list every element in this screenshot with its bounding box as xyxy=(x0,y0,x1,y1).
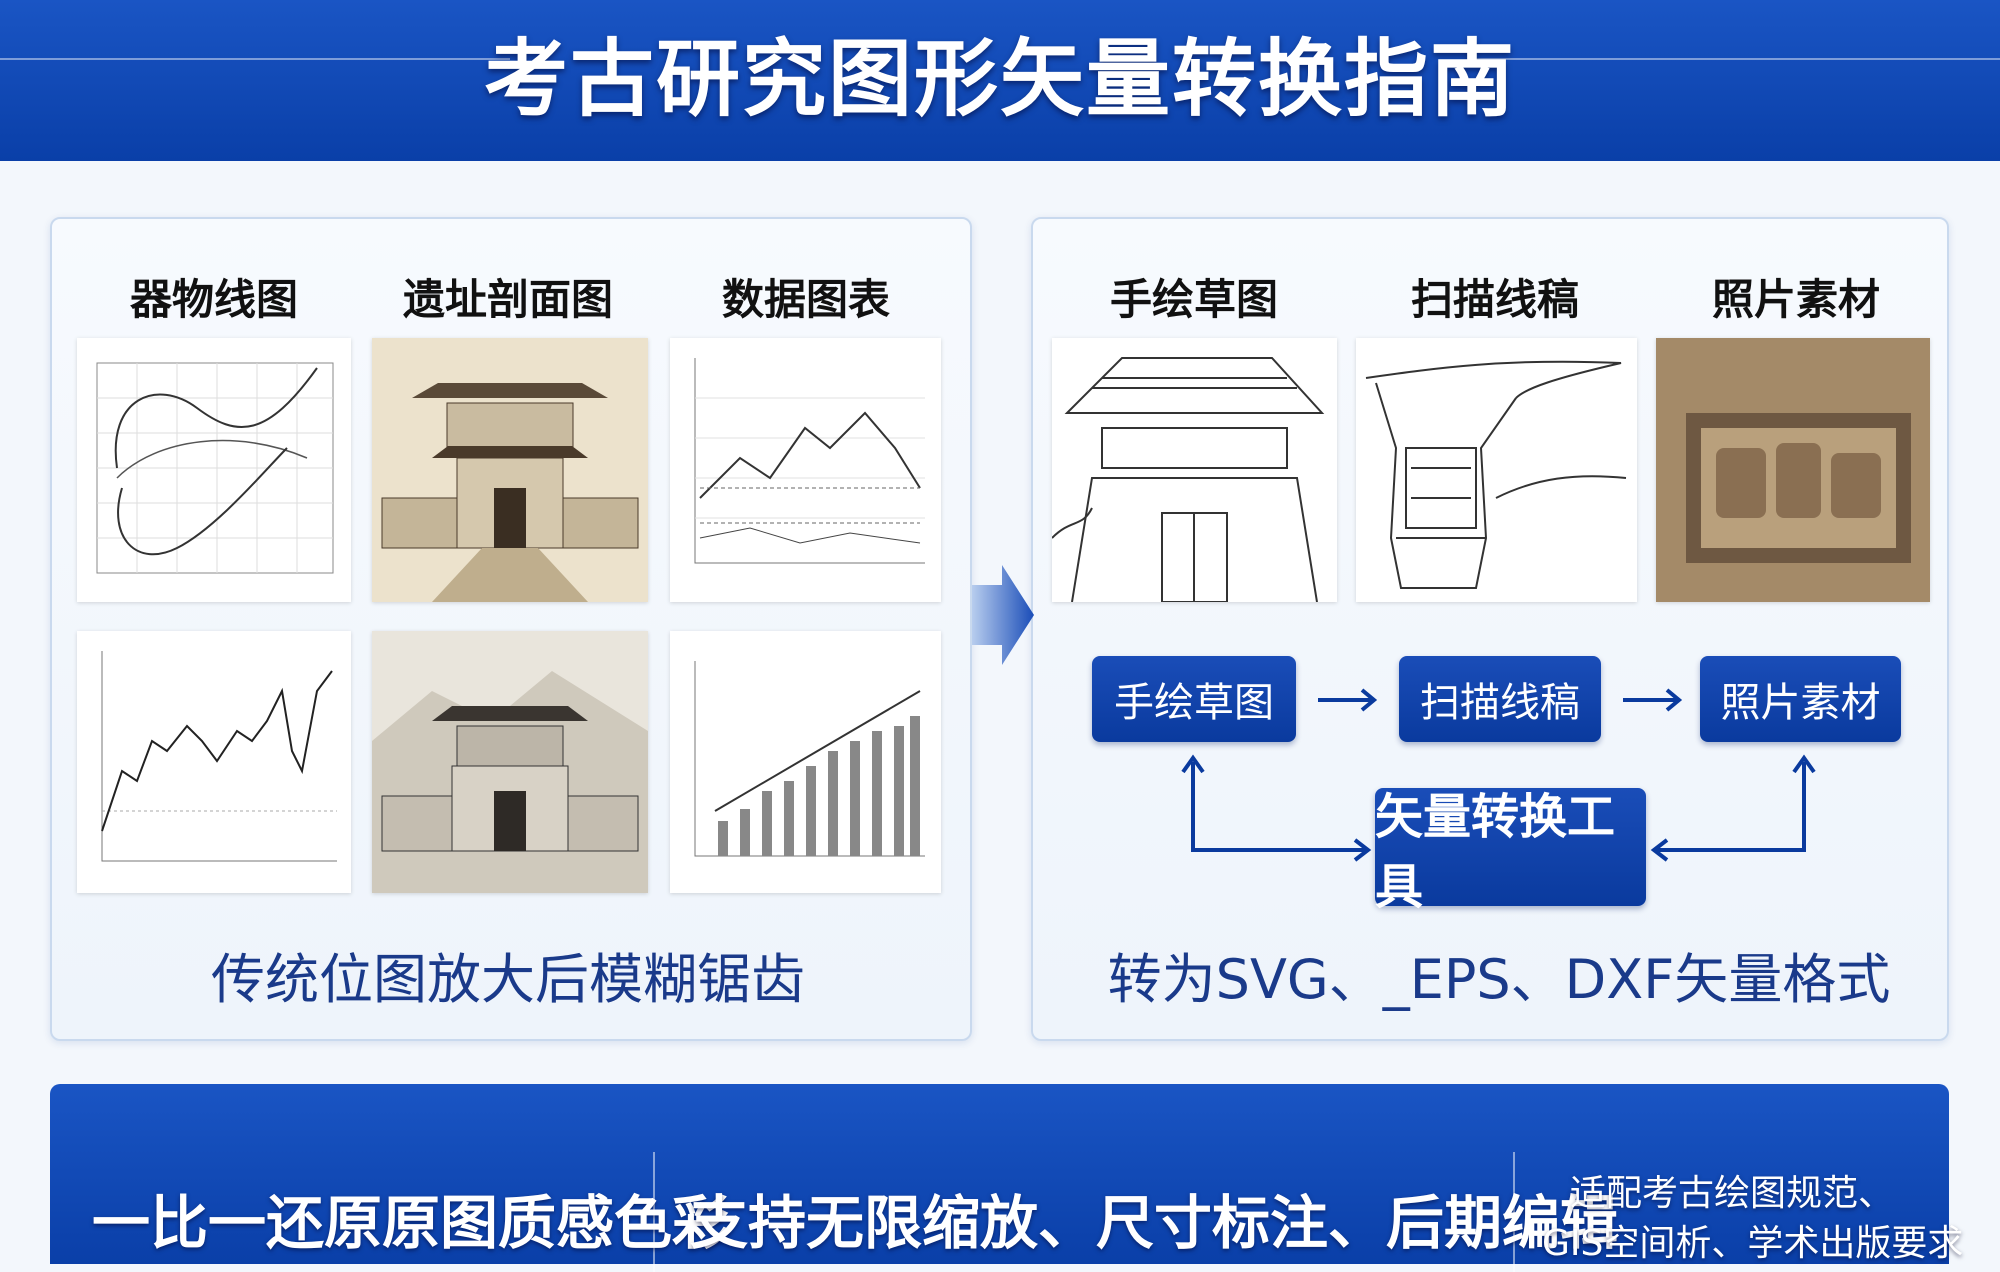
column-label: 器物线图 xyxy=(129,275,299,324)
feature-item: 支持无限缩放、尺寸标注、后期编辑 xyxy=(690,1189,1619,1257)
hand-sketch-image xyxy=(1052,338,1337,602)
arrow-connector xyxy=(1191,762,1365,852)
flow-step-photo-material: 照片素材 xyxy=(1700,656,1901,742)
flow-connectors xyxy=(1181,688,1816,862)
data-chart-image xyxy=(670,631,941,893)
column-label: 手绘草图 xyxy=(1109,275,1279,324)
left-caption: 传统位图放大后模糊锯齿 xyxy=(211,948,805,1011)
divider xyxy=(653,1152,655,1272)
arrow-right-icon xyxy=(972,565,1034,665)
page-title: 考古研究图形矢量转换指南 xyxy=(483,30,1516,128)
photo-material-image xyxy=(1656,338,1930,602)
artifact-line-drawing-image xyxy=(77,338,351,602)
feature-band: 一比一还原原图质感色彩 支持无限缩放、尺寸标注、后期编辑 适配考古绘图规范、 G… xyxy=(50,1084,1963,1272)
vector-conversion-tool-box: 矢量转换工具 xyxy=(1375,788,1646,915)
divider xyxy=(1513,1152,1515,1272)
column-label: 数据图表 xyxy=(721,275,891,324)
right-caption: 转为SVG、_EPS、DXF矢量格式 xyxy=(1107,948,1891,1011)
scanned-line-art-image xyxy=(1356,338,1637,602)
column-label: 遗址剖面图 xyxy=(402,275,614,324)
site-section-image xyxy=(372,631,648,893)
site-section-image xyxy=(372,338,648,602)
arrow-connector xyxy=(1657,762,1806,852)
column-label: 扫描线稿 xyxy=(1410,275,1580,324)
feature-note-line2: GIS空间析、学术出版要求 xyxy=(1542,1223,1964,1264)
feature-item: 一比一还原原图质感色彩 xyxy=(92,1189,731,1257)
divider xyxy=(0,58,510,60)
data-chart-image xyxy=(670,338,941,602)
feature-note-line1: 适配考古绘图规范、 xyxy=(1570,1173,1895,1214)
flow-step-scanned-line-art: 扫描线稿 xyxy=(1399,656,1601,742)
divider xyxy=(1475,58,2000,60)
header: 考古研究图形矢量转换指南 xyxy=(0,0,2000,161)
flow-step-hand-sketch: 手绘草图 xyxy=(1092,656,1296,742)
column-label: 照片素材 xyxy=(1711,275,1881,324)
artifact-line-drawing-image xyxy=(77,631,351,893)
